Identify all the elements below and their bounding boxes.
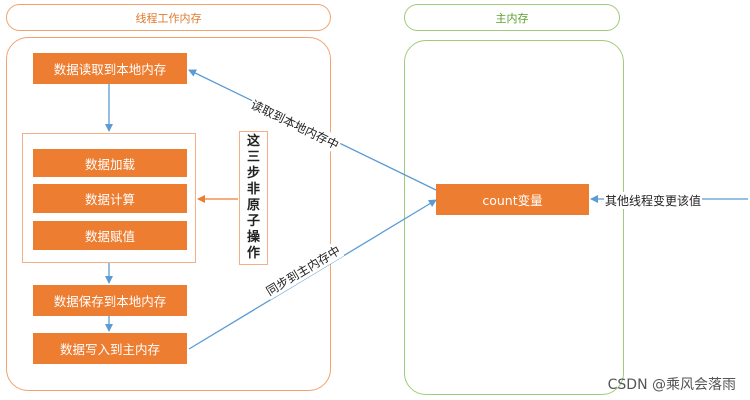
note-char: 非 [246,182,260,197]
note-char: 三 [246,150,260,165]
note-char: 这 [246,134,260,149]
thread-memory-title: 线程工作内存 [6,4,331,31]
non-atomic-group-frame [22,133,196,263]
main-memory-title: 主内存 [404,4,620,31]
non-atomic-note: 这 三 步 非 原 子 操 作 [239,131,268,265]
note-char: 子 [246,214,260,229]
other-threads-edge-label: 其他线程变更该值 [604,192,703,209]
main-memory-panel [404,40,624,395]
note-char: 作 [246,246,260,261]
count-variable-box: count变量 [436,184,589,215]
assign-box: 数据赋值 [33,221,187,250]
thread-memory-panel [6,37,331,391]
load-box: 数据加载 [33,149,187,177]
save-to-local-box: 数据保存到本地内存 [33,285,187,316]
note-char: 原 [246,198,260,213]
note-char: 操 [246,230,260,245]
note-char: 步 [246,166,260,181]
read-to-local-box: 数据读取到本地内存 [33,53,187,84]
compute-box: 数据计算 [33,184,187,213]
write-to-main-box: 数据写入到主内存 [33,333,187,364]
csdn-watermark: CSDN @乘风会落雨 [607,377,736,393]
